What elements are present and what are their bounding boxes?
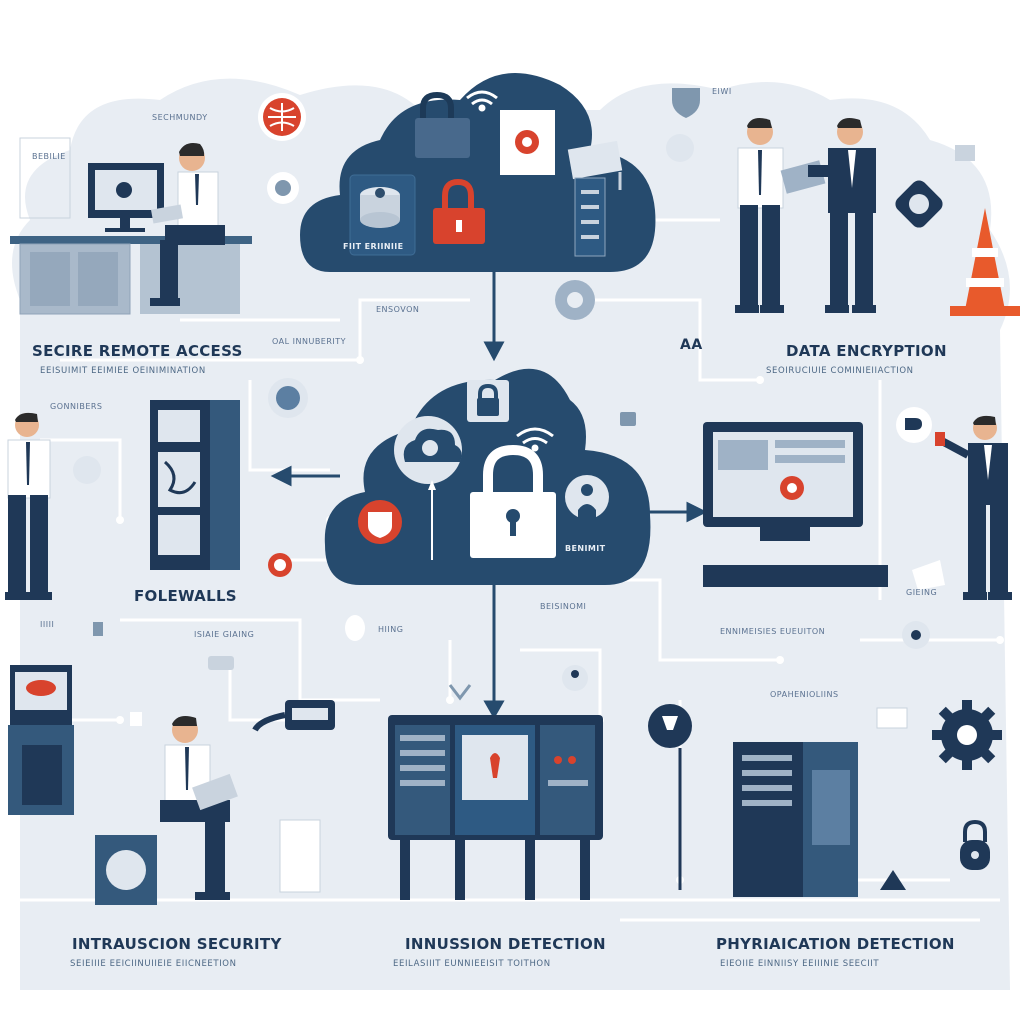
title-secure-remote-access: SECIRE REMOTE ACCESS bbox=[32, 342, 243, 360]
standing-man-figure bbox=[5, 412, 52, 600]
label-gieing: GIEING bbox=[906, 588, 938, 597]
document-sheet bbox=[279, 819, 321, 893]
user-badge-icon bbox=[565, 475, 609, 520]
cloud-badge-icon bbox=[394, 416, 462, 484]
standing-man-right bbox=[935, 415, 1012, 600]
title-folewalls: FOLEWALLS bbox=[134, 587, 237, 605]
vr-goggles-icon bbox=[208, 656, 234, 670]
label-oal-innuberity: OAL INNUBERITY bbox=[272, 337, 347, 346]
connector-arrows bbox=[270, 272, 708, 720]
label-ensovon: ENSOVON bbox=[376, 305, 420, 314]
lock-small-icon bbox=[93, 622, 103, 636]
title-innussion-detection: INNUSSION DETECTION bbox=[405, 935, 606, 953]
wifi-icon-middle bbox=[516, 427, 554, 452]
phyriaication-detection-scene bbox=[555, 280, 1002, 897]
subtitle-intrauscion-security: SEIEIIIE EEICIINUIIEIE EIICNEETION bbox=[70, 959, 237, 969]
red-padlock-icon bbox=[433, 178, 485, 244]
subtitle-phyriaication-detection: EIEOIIE EINNIISY EEIIINIE SEECIIT bbox=[720, 959, 880, 969]
top-cloud-lock-icon bbox=[415, 91, 470, 158]
monitoring-scene bbox=[620, 407, 1012, 649]
shield-badge-icon bbox=[358, 500, 402, 544]
subtitle-secure-remote-access: EEISUIMIT EEIMIEE OEINIMINATION bbox=[40, 366, 206, 376]
title-data-encryption: DATA ENCRYPTION bbox=[786, 342, 947, 360]
label-sechmundy: SECHMUNDY bbox=[152, 113, 208, 122]
title-intrauscion-security: INTRAUSCION SECURITY bbox=[72, 935, 282, 953]
label-gonnibers: GONNIBERS bbox=[50, 402, 103, 411]
padlock-icon bbox=[960, 819, 990, 870]
label-isiaie-giaing: ISIAIE GIAING bbox=[194, 630, 255, 639]
fingerprint-icon bbox=[73, 456, 101, 484]
lock-card-icon bbox=[876, 707, 908, 729]
firewalls-scene bbox=[5, 378, 308, 636]
label-beisinomi: BEISINOMI bbox=[540, 602, 587, 611]
secure-remote-access-scene bbox=[10, 93, 306, 315]
label-bebilie: BEBILIE bbox=[32, 152, 66, 161]
label-opahenioliins: OPAHENIOLIINS bbox=[770, 690, 839, 699]
lock-outline-icon bbox=[130, 712, 142, 726]
paper-note-icon bbox=[912, 560, 945, 590]
padlock-mini-icon bbox=[620, 412, 636, 426]
seated-man-figure bbox=[150, 143, 225, 306]
label-iiiii: IIIII bbox=[40, 620, 55, 629]
envelope-icon bbox=[955, 145, 975, 161]
chevron-down-icon bbox=[448, 684, 472, 701]
cloud-padlock-icon bbox=[470, 444, 556, 558]
hexagon-icon bbox=[666, 134, 694, 162]
label-eiwi: EIWI bbox=[712, 87, 732, 96]
middle-cloud-label: BENIMIT bbox=[565, 544, 606, 553]
top-cloud-storage bbox=[300, 73, 656, 272]
label-ennimeisies-eueuiton: ENNIMEISIES EUEUITON bbox=[720, 627, 826, 636]
gear-icon bbox=[932, 700, 1002, 770]
server-cabinet bbox=[733, 742, 803, 897]
server-unit-icon bbox=[574, 177, 606, 257]
seated-man-tablet bbox=[160, 716, 238, 900]
innussion-detection-scene bbox=[345, 615, 603, 900]
disk-stack-icon bbox=[360, 187, 400, 228]
traffic-cone-icon bbox=[950, 208, 1020, 316]
man-in-suit bbox=[808, 118, 876, 313]
wifi-icon bbox=[466, 90, 498, 112]
label-aa: AA bbox=[680, 337, 703, 353]
paper-stack-icon bbox=[567, 140, 623, 180]
title-phyriaication-detection: PHYRIAICATION DETECTION bbox=[716, 935, 955, 953]
shield-icon bbox=[672, 88, 700, 118]
house-icon bbox=[880, 870, 906, 890]
top-cloud-label: FIIT ERIINIIE bbox=[343, 242, 404, 251]
intrauscion-security-scene bbox=[8, 656, 335, 905]
keyboard-bar bbox=[703, 565, 888, 587]
oval-token-icon bbox=[345, 615, 365, 641]
subtitle-data-encryption: SEOIRUCIUIE COMINIEIIACTION bbox=[766, 366, 914, 376]
middle-cloud-security-hub bbox=[324, 368, 651, 585]
data-encryption-scene bbox=[666, 88, 1020, 316]
label-hiing: HIING bbox=[378, 625, 404, 634]
subtitle-innussion-detection: EEILASIIIT EUNNIEEISIT TOITHON bbox=[393, 959, 551, 969]
